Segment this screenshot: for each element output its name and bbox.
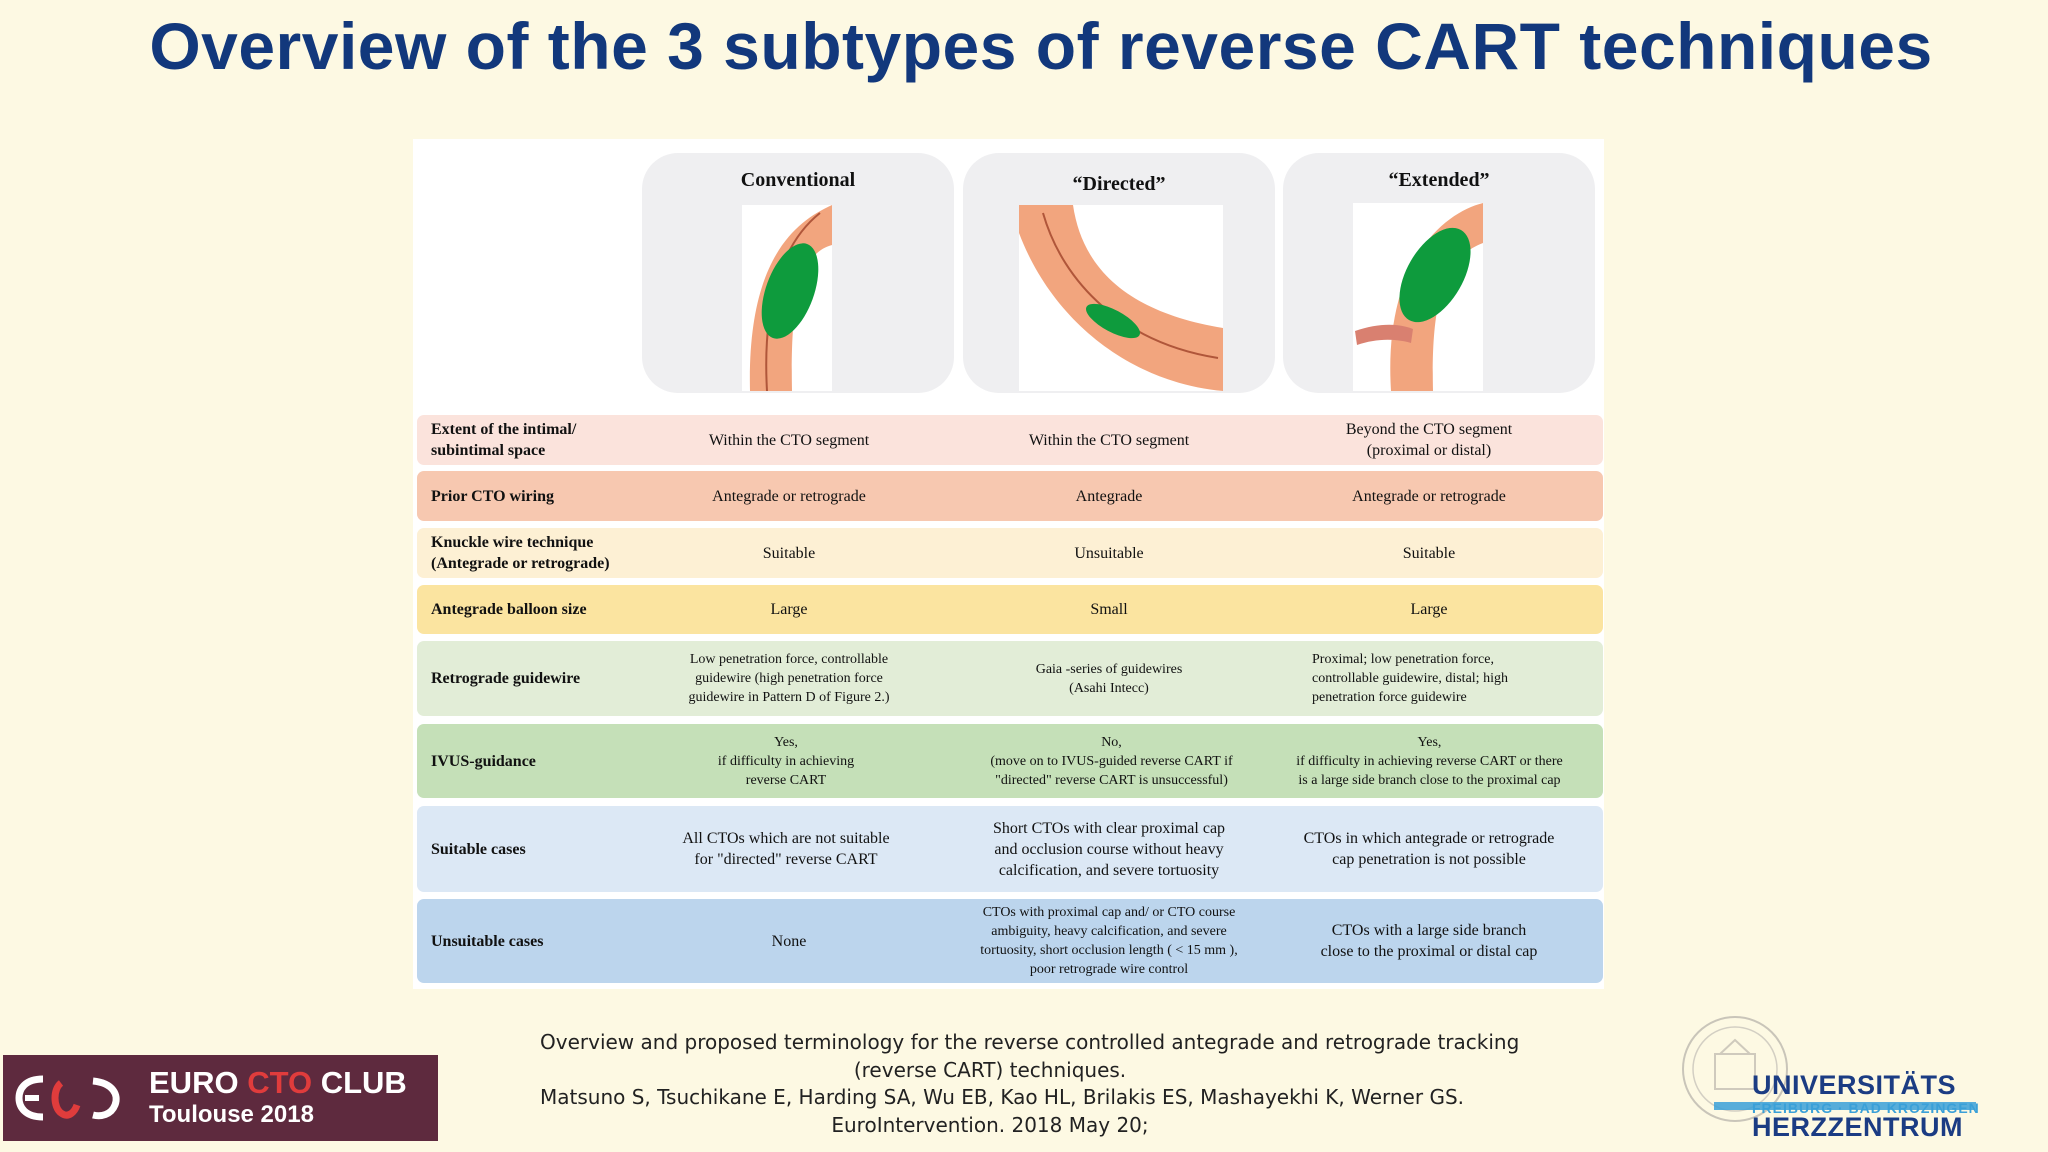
comparison-table: Conventional “Directed” “Extended” Exten…: [413, 139, 1604, 989]
table-cell: CTOs with proximal cap and/ or CTO cours…: [980, 905, 1238, 977]
table-row: Suitable cases All CTOs which are not su…: [417, 806, 1603, 892]
caption-line: (reverse CART) techniques.: [853, 1057, 1127, 1082]
table-cell: Suitable: [1402, 544, 1456, 562]
extended-illustration: “Extended”: [1283, 153, 1595, 393]
table-row: Prior CTO wiring Antegrade or retrograde…: [417, 471, 1603, 521]
row-header: Extent of the intimal/ subintimal space: [431, 421, 577, 459]
university-seal-icon: [1682, 1016, 1788, 1122]
table-row: IVUS-guidance Yes, if difficulty in achi…: [417, 724, 1603, 798]
vessel-balloon-graphic: [1353, 203, 1483, 391]
directed-illustration: “Directed”: [963, 153, 1275, 393]
table-cell: Within the CTO segment: [1028, 431, 1190, 449]
table-cell: None: [771, 932, 807, 950]
university-logo: UNIVERSITÄTS FREIBURG · BAD KROZINGEN HE…: [1656, 1010, 2036, 1150]
row-header: Retrograde guidewire: [431, 670, 581, 687]
conventional-illustration: Conventional: [642, 153, 954, 393]
table-cell: Within the CTO segment: [708, 431, 870, 449]
slide-title: Overview of the 3 subtypes of reverse CA…: [149, 9, 1933, 83]
table-cell: Antegrade or retrograde: [1352, 487, 1506, 505]
column-header-extended: “Extended”: [1388, 169, 1490, 191]
table-cell: Beyond the CTO segment (proximal or dist…: [1345, 421, 1513, 459]
table-cell: No, (move on to IVUS-guided reverse CART…: [990, 734, 1233, 788]
vessel-balloon-graphic: [1019, 205, 1223, 391]
caption-line: EuroIntervention. 2018 May 20;: [831, 1112, 1149, 1137]
row-header: Antegrade balloon size: [431, 601, 587, 618]
table-row: Knuckle wire technique (Antegrade or ret…: [417, 528, 1603, 578]
table-cell: Antegrade or retrograde: [712, 487, 866, 505]
euro-cto-club-logo: EURO CTO CLUB Toulouse 2018: [3, 1055, 438, 1141]
logo-bar: [1714, 1102, 1976, 1110]
table-cell: Unsuitable: [1074, 544, 1144, 562]
row-header: Unsuitable cases: [431, 932, 544, 950]
caption-line: Matsuno S, Tsuchikane E, Harding SA, Wu …: [540, 1085, 1464, 1109]
vessel-balloon-graphic: [742, 205, 832, 392]
table-cell: Small: [1090, 601, 1128, 618]
university-line-1: UNIVERSITÄTS: [1752, 1070, 1957, 1100]
table-cell: Low penetration force, controllable guid…: [688, 652, 890, 705]
row-header: Prior CTO wiring: [431, 487, 554, 505]
table-cell: CTOs in which antegrade or retrograde ca…: [1303, 830, 1555, 868]
university-line-3: HERZZENTRUM: [1752, 1112, 1963, 1142]
row-header: Suitable cases: [431, 840, 526, 858]
row-header: Knuckle wire technique (Antegrade or ret…: [431, 534, 610, 572]
table-cell: CTOs with a large side branch close to t…: [1320, 922, 1538, 960]
table-cell: Suitable: [762, 544, 816, 562]
table-cell: Large: [1410, 601, 1448, 618]
table-row: Extent of the intimal/ subintimal space …: [417, 415, 1603, 465]
table-cell: Antegrade: [1075, 487, 1143, 505]
table-cell: Short CTOs with clear proximal cap and o…: [992, 819, 1226, 879]
citation-caption: Overview and proposed terminology for th…: [540, 1029, 1520, 1139]
university-line-2: FREIBURG · BAD KROZINGEN: [1752, 1100, 1980, 1116]
table-row: Antegrade balloon size Large Small Large: [417, 585, 1603, 634]
club-name: EURO CTO CLUB: [149, 1065, 407, 1100]
row-header: IVUS-guidance: [431, 752, 536, 770]
table-cell: Yes, if difficulty in achieving reverse …: [717, 734, 855, 788]
table-cell: Yes, if difficulty in achieving reverse …: [1296, 734, 1563, 788]
caption-line: Overview and proposed terminology for th…: [540, 1030, 1520, 1054]
table-cell: Large: [770, 601, 808, 618]
table-row: Retrograde guidewire Low penetration for…: [417, 641, 1603, 716]
table-cell: Gaia -series of guidewires (Asahi Intecc…: [1035, 661, 1183, 696]
club-emblem-icon: [15, 1075, 120, 1121]
table-cell: All CTOs which are not suitable for "dir…: [682, 830, 890, 868]
column-header-conventional: Conventional: [740, 169, 856, 191]
club-subtitle: Toulouse 2018: [149, 1101, 314, 1128]
table-cell: Proximal; low penetration force, control…: [1312, 652, 1508, 705]
column-header-directed: “Directed”: [1072, 173, 1166, 195]
table-row: Unsuitable cases None CTOs with proximal…: [417, 899, 1603, 983]
